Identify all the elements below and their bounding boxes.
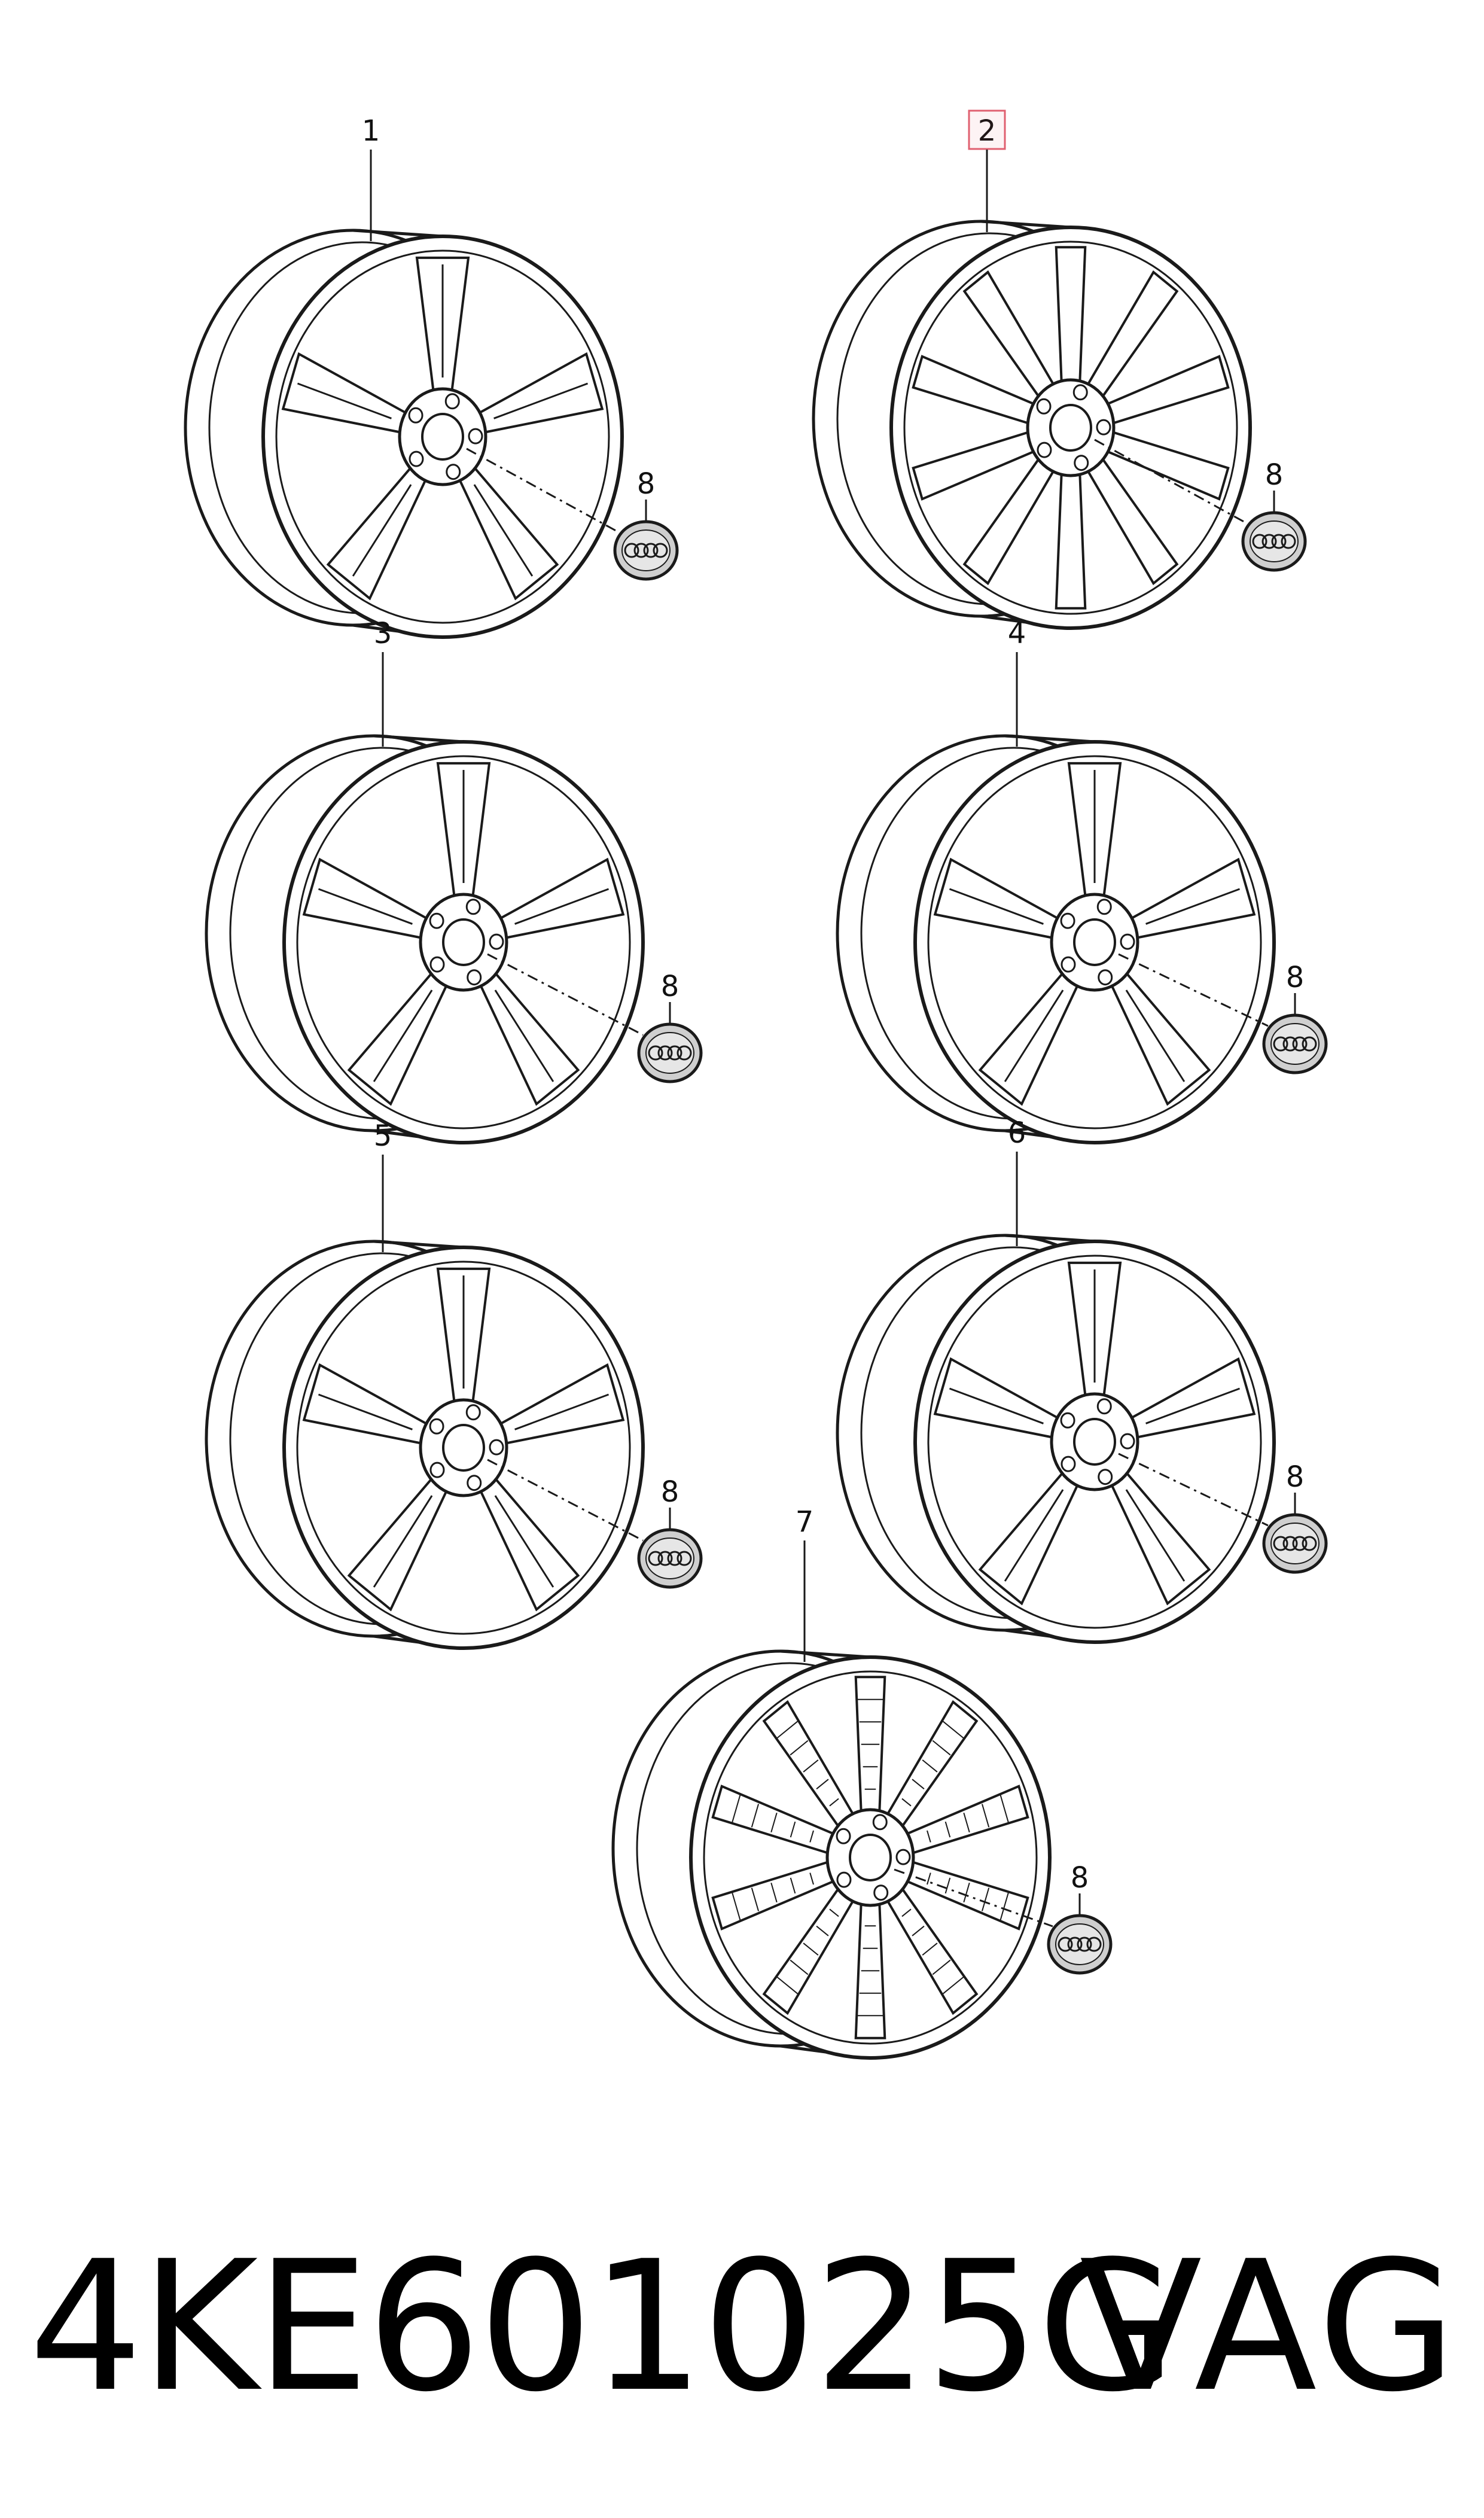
part-footer: 4KE601025G VAG xyxy=(0,2237,1484,2489)
axis-line xyxy=(487,1459,644,1542)
lug-hole xyxy=(1098,1469,1113,1485)
lug-hole xyxy=(836,1828,851,1844)
lug-hole xyxy=(465,899,481,915)
hub-cap-callout: 8 xyxy=(1265,458,1284,492)
spoke xyxy=(1055,246,1087,384)
rim-face-inner xyxy=(296,755,631,1129)
wheel-callout-2: 2 xyxy=(978,114,997,148)
lug-hole xyxy=(1074,455,1089,471)
center-bore xyxy=(1049,404,1092,452)
rim-face-inner xyxy=(903,240,1238,615)
lug-hole xyxy=(429,956,445,973)
wheel-7: 78 xyxy=(611,1505,1113,2060)
center-bore xyxy=(442,918,485,966)
lug-hole xyxy=(1072,384,1088,401)
lug-hole xyxy=(872,1814,888,1831)
lug-hole xyxy=(429,1462,445,1478)
highlight-box xyxy=(968,109,1006,150)
lug-hole xyxy=(467,969,482,986)
lug-hole xyxy=(1061,956,1076,973)
brand-label: VAG xyxy=(1079,2222,1460,2431)
four-rings-logo-icon xyxy=(1252,534,1296,549)
hub-cap-callout: 8 xyxy=(661,970,679,1003)
lug-hole xyxy=(1096,1398,1112,1415)
wheel-1: 18 xyxy=(184,114,679,639)
wheel-5: 58 xyxy=(205,1119,703,1650)
wheel-6: 68 xyxy=(836,1116,1328,1644)
lug-hole xyxy=(1096,899,1112,915)
lug-hole xyxy=(1060,1412,1075,1429)
lug-hole xyxy=(429,912,444,929)
four-rings-logo-icon xyxy=(648,1045,692,1061)
wheel-callout-7: 7 xyxy=(796,1505,814,1539)
wheel-callout-4: 4 xyxy=(1008,617,1026,650)
center-bore xyxy=(421,413,464,461)
rim-face-inner xyxy=(927,1255,1262,1629)
spoke xyxy=(1055,471,1087,610)
lug-hole xyxy=(468,428,483,444)
hub-cap xyxy=(1047,1914,1113,1975)
lug-hole xyxy=(1037,442,1052,458)
four-rings-logo-icon xyxy=(1273,1536,1317,1551)
lug-hole xyxy=(467,1475,482,1491)
axis-line xyxy=(1118,953,1269,1027)
lug-hole xyxy=(465,1404,481,1421)
wheel-callout-5: 5 xyxy=(374,1119,392,1153)
lug-hole xyxy=(444,393,460,410)
lug-hole xyxy=(429,1418,444,1435)
hub-cap-callout: 8 xyxy=(637,467,656,501)
lug-hole xyxy=(1120,933,1135,950)
hub-cap-callout: 8 xyxy=(661,1475,679,1509)
hub-cap-callout: 8 xyxy=(1286,1460,1305,1494)
lug-hole xyxy=(1096,419,1111,436)
center-bore xyxy=(442,1424,485,1472)
axis-line xyxy=(487,953,644,1036)
hub-cap xyxy=(613,520,679,581)
wheel-exploded-diagram: 18283848586878 xyxy=(184,109,1328,2060)
center-bore xyxy=(849,1834,892,1881)
hub-cap xyxy=(637,1022,703,1083)
wheel-2: 28 xyxy=(812,109,1307,630)
hub-cap xyxy=(1241,511,1307,572)
axis-line xyxy=(894,1868,1053,1928)
four-rings-logo-icon xyxy=(1058,1937,1102,1952)
wheel-callout-1: 1 xyxy=(362,114,380,148)
lug-hole xyxy=(489,933,504,950)
rim-face-inner xyxy=(296,1260,631,1635)
axis-line xyxy=(1118,1453,1269,1527)
axis-line xyxy=(466,447,620,534)
lug-hole xyxy=(1098,969,1113,986)
center-bore xyxy=(1073,918,1116,966)
rim-face-inner xyxy=(703,1670,1038,2045)
lug-hole xyxy=(1060,912,1075,929)
hub-cap-callout: 8 xyxy=(1071,1861,1089,1895)
center-bore xyxy=(1073,1418,1116,1466)
lug-hole xyxy=(489,1439,504,1456)
lug-hole xyxy=(1036,398,1052,415)
lug-hole xyxy=(873,1884,889,1901)
wheel-callout-3: 3 xyxy=(374,617,392,650)
lug-hole xyxy=(836,1871,852,1888)
hub-cap xyxy=(1262,1513,1328,1574)
lug-hole xyxy=(1061,1456,1076,1472)
four-rings-logo-icon xyxy=(648,1551,692,1566)
rim-face-inner xyxy=(927,755,1262,1129)
part-number: 4KE601025G xyxy=(29,2222,1177,2431)
lug-hole xyxy=(446,464,461,480)
wheel-3: 38 xyxy=(205,617,703,1144)
axis-line xyxy=(1094,439,1248,525)
four-rings-logo-icon xyxy=(624,543,668,558)
lug-hole xyxy=(1120,1433,1135,1450)
lug-hole xyxy=(408,407,423,424)
hub-cap xyxy=(637,1528,703,1589)
wheel-callout-6: 6 xyxy=(1008,1116,1026,1150)
wheel-4: 48 xyxy=(836,617,1328,1144)
lug-hole xyxy=(895,1849,911,1865)
lug-hole xyxy=(409,450,424,467)
rim-face-inner xyxy=(275,249,610,624)
four-rings-logo-icon xyxy=(1273,1036,1317,1052)
hub-cap-callout: 8 xyxy=(1286,961,1305,994)
hub-cap xyxy=(1262,1013,1328,1074)
